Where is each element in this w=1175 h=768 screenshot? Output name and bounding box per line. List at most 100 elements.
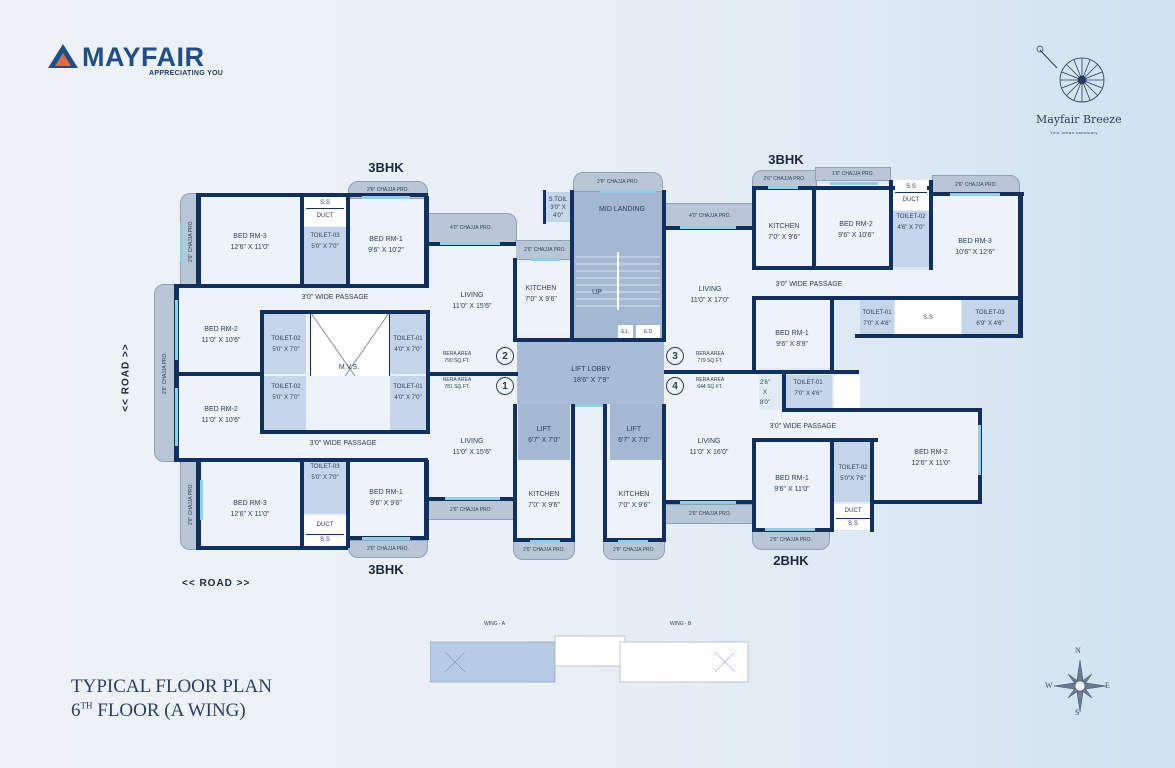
u4-toilet1 (784, 375, 832, 409)
window (950, 193, 1000, 196)
ed-box (636, 325, 660, 339)
window (830, 182, 878, 185)
mayfair-triangle-icon (48, 44, 78, 68)
window (680, 226, 736, 229)
window (765, 528, 815, 531)
u2-toilet2 (264, 314, 306, 374)
u1-bed1 (348, 460, 426, 540)
window (530, 540, 560, 543)
chajja-stair: 2'6" CHAJJA PRO. (573, 172, 663, 192)
road-label-left: << ROAD >> (120, 343, 132, 412)
window (600, 190, 656, 193)
wall (196, 458, 201, 550)
wall (870, 438, 874, 532)
wall (571, 404, 575, 542)
wall (570, 190, 574, 342)
u3-ss-mid: S.S (923, 315, 933, 321)
window (362, 537, 410, 540)
wing-a-label: WING - A (484, 621, 506, 627)
window (575, 404, 603, 407)
window (180, 222, 183, 262)
window (175, 300, 178, 360)
wall (752, 296, 1022, 300)
u1-kitchen (516, 460, 573, 540)
chajja-u2-kitchen: 2'6" CHAJJA PRO. (515, 240, 575, 260)
key-plan: WING - A WING - B (429, 621, 750, 688)
s-toilet (545, 192, 571, 222)
u2-passage-label: 3'0" WIDE PASSAGE (301, 294, 369, 301)
flat-number-1: 1 (496, 377, 514, 395)
u4-duct-ss (834, 375, 860, 409)
u2-duct: DUCT (306, 210, 344, 222)
u3-bed1 (756, 298, 832, 368)
lift-a (518, 404, 570, 460)
logo-text: MAYFAIR (82, 42, 205, 72)
u4-living (664, 374, 759, 502)
mvs-label: M.V.S. (338, 364, 360, 371)
compass-e: E (1105, 681, 1110, 690)
chajja-u4-kitchen: 2'6" CHAJJA PRO. (603, 540, 665, 560)
el-box (618, 325, 633, 339)
unit-label-3bhk-u1: 3BHK (368, 562, 404, 577)
u4-passage-label: 3'0" WIDE PASSAGE (769, 423, 837, 430)
u3-duct: DUCT (895, 194, 927, 206)
plan-subtitle: 6TH FLOOR (A WING) (71, 700, 246, 721)
flat-number-3: 3 (666, 347, 684, 365)
wall (260, 310, 430, 314)
staircase (573, 192, 663, 342)
wall (752, 438, 756, 532)
u1-bed3 (200, 462, 302, 548)
dandelion-icon (1036, 45, 1105, 103)
wall (830, 438, 834, 532)
wall (830, 296, 834, 372)
wall (424, 196, 429, 288)
chajja-left-mid: 2'6" CHAJJA PRO. (154, 284, 176, 462)
wall (662, 190, 666, 342)
plan-title: TYPICAL FLOOR PLAN (71, 676, 272, 697)
wall (782, 372, 786, 410)
u4-bed1 (756, 440, 830, 530)
u3-toilet3 (962, 300, 1018, 336)
wall (346, 196, 350, 288)
chajja-u1-living: 2'6" CHAJJA PRO. (425, 500, 517, 520)
wall (756, 266, 893, 270)
compass-n: N (1075, 646, 1081, 655)
chajja-u4-living: 2'6" CHAJJA PRO. (665, 504, 755, 524)
u1-duct: DUCT (306, 519, 344, 531)
window (978, 425, 981, 475)
wall (428, 372, 518, 376)
wing-b-label: WING - B (670, 621, 692, 627)
wall (543, 190, 546, 224)
u1-passage-label: 3'0" WIDE PASSAGE (309, 440, 377, 447)
wall (513, 258, 517, 342)
u1-toilet3 (304, 460, 346, 514)
wall (812, 186, 816, 270)
u2-toilet1 (390, 314, 426, 374)
wall (346, 460, 350, 548)
road-label-bottom: << ROAD >> (182, 578, 251, 589)
u1-toilet1 (390, 376, 426, 432)
el-label: E.L (621, 329, 629, 335)
